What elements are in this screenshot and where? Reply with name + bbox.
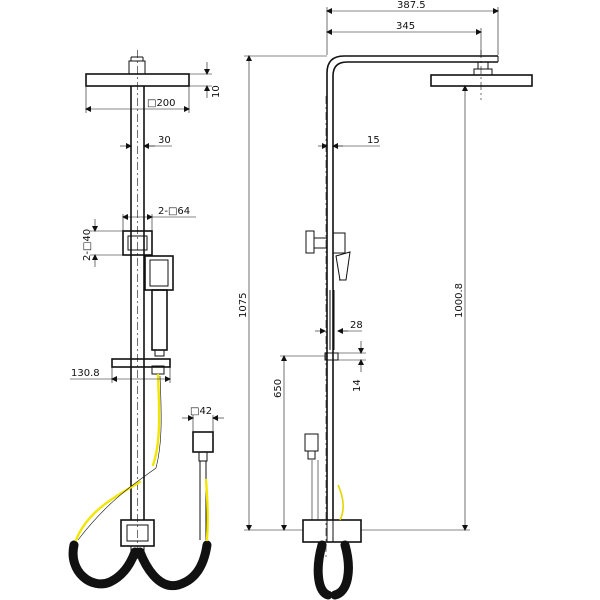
side-view: 387.5 345 15 1075 650 1000.8 28 [238, 0, 533, 600]
dim-total-height: 1075 [238, 293, 249, 318]
side-rain-head [430, 61, 533, 87]
front-view: □200 10 30 2-□64 2-□40 130.8 [68, 50, 224, 591]
side-holder [305, 230, 346, 254]
dim-slider-width: 130.8 [71, 368, 100, 379]
side-slider [324, 352, 339, 361]
dim-arm-reach: 345 [396, 21, 415, 32]
hand-shower [144, 255, 174, 357]
dim-head-height: 1000.8 [454, 283, 465, 318]
dim-holder-size: 2-□64 [158, 206, 190, 217]
dim-head-thickness: 10 [211, 85, 222, 98]
side-valve [302, 433, 362, 543]
dim-holder-side: 2-□40 [82, 229, 93, 261]
upper-holder [122, 230, 153, 256]
side-hand-shower [329, 251, 351, 350]
dim-rail-diameter: 30 [158, 135, 171, 146]
dim-handset-height: 650 [273, 379, 284, 398]
dim-arm-reach-total: 387.5 [397, 0, 426, 11]
wall-outlet [192, 431, 214, 540]
slider [111, 358, 171, 375]
dim-handle-step: 14 [352, 379, 363, 392]
dim-handle-width: 28 [350, 320, 363, 331]
rail [130, 50, 145, 560]
riser-arm [326, 55, 499, 520]
side-hose [311, 460, 353, 600]
dim-arm-tube: 15 [367, 135, 380, 146]
dim-head-size: □200 [147, 98, 176, 109]
lower-valve [120, 519, 155, 553]
dim-outlet-size: □42 [190, 406, 212, 417]
hose [68, 373, 212, 591]
